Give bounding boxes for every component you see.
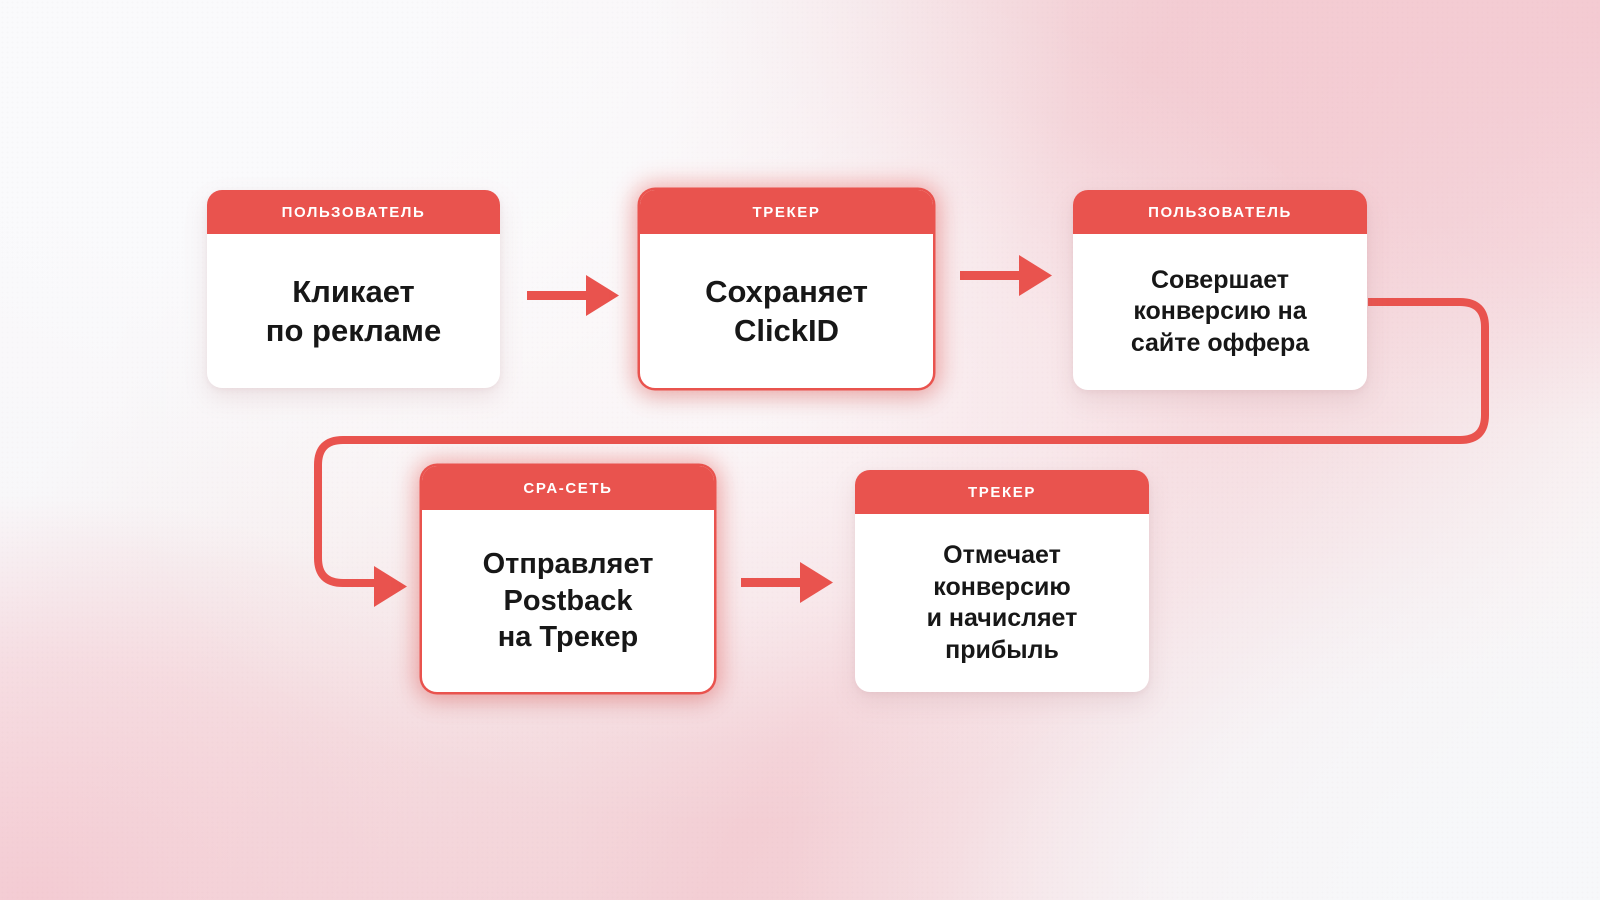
flow-card-user-clicks-ad[interactable]: ПОЛЬЗОВАТЕЛЬ Кликает по рекламе [207, 190, 500, 388]
flow-card-header: ПОЛЬЗОВАТЕЛЬ [207, 190, 500, 234]
flow-card-tracker-saves-clickid[interactable]: ТРЕКЕР Сохраняет ClickID [640, 190, 933, 388]
flow-card-body: Сохраняет ClickID [705, 273, 868, 348]
arrow-4-to-5 [741, 562, 833, 603]
flow-card-header: ТРЕКЕР [855, 470, 1149, 514]
flow-card-body: Отмечает конверсию и начисляет прибыль [926, 541, 1078, 664]
flow-card-body: Отправляет Postback на Трекер [482, 548, 654, 654]
flow-card-user-converts[interactable]: ПОЛЬЗОВАТЕЛЬ Совершает конверсию на сайт… [1073, 190, 1367, 390]
flow-card-header: CPA-СЕТЬ [422, 466, 714, 510]
flow-card-header: ТРЕКЕР [640, 190, 933, 234]
arrow-2-to-3 [960, 255, 1052, 296]
flow-card-cpa-sends-postback[interactable]: CPA-СЕТЬ Отправляет Postback на Трекер [422, 466, 714, 692]
flow-card-header: ПОЛЬЗОВАТЕЛЬ [1073, 190, 1367, 234]
flow-card-tracker-records-conversion[interactable]: ТРЕКЕР Отмечает конверсию и начисляет пр… [855, 470, 1149, 692]
flow-card-body: Совершает конверсию на сайте оффера [1130, 265, 1310, 357]
arrow-1-to-2 [527, 275, 619, 316]
flow-card-body: Кликает по рекламе [265, 273, 442, 348]
